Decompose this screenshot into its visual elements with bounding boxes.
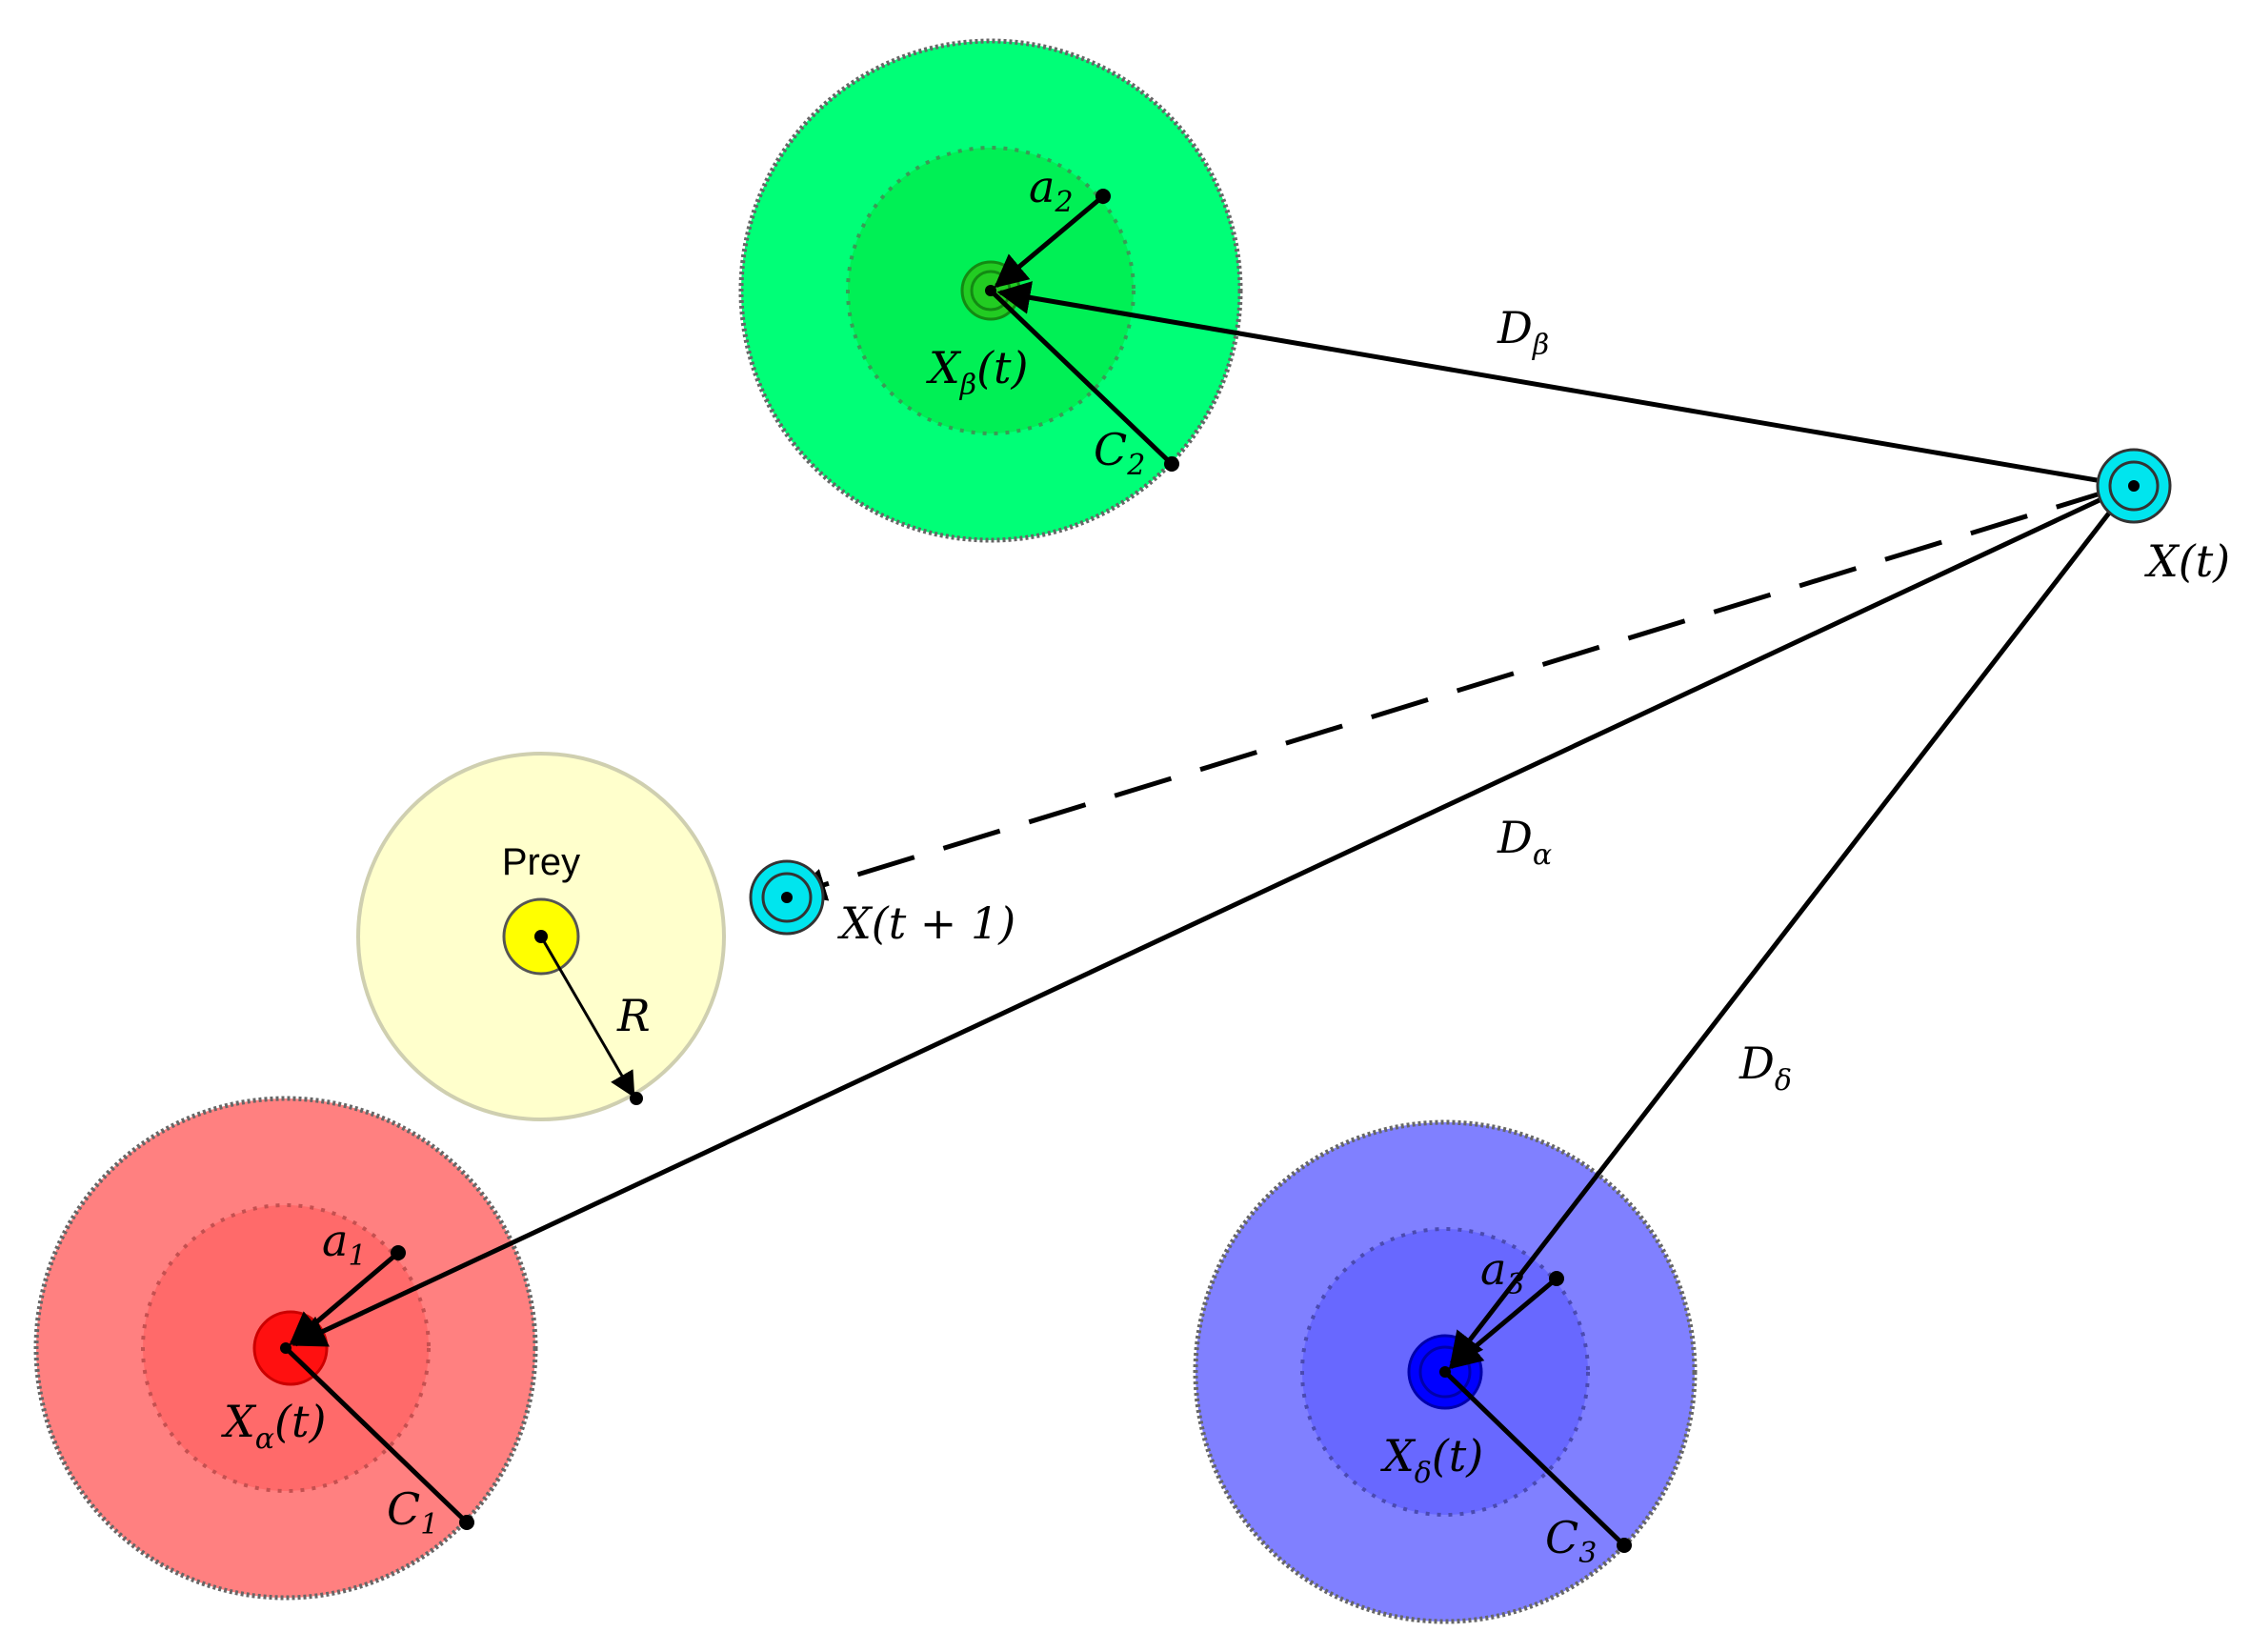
current-wolf-group xyxy=(2096,448,2172,524)
x-alpha-label: Xα(t) xyxy=(221,1396,326,1456)
d-beta-label: Dβ xyxy=(1497,302,1549,362)
d-alpha-vector xyxy=(291,483,2132,1347)
d-delta-label: Dδ xyxy=(1738,1038,1792,1098)
x-t-label: X(t) xyxy=(2144,535,2230,587)
radius-label: R xyxy=(616,990,651,1041)
x-beta-label: Xβ(t) xyxy=(926,342,1028,402)
d-alpha-label: Dα xyxy=(1497,812,1552,872)
beta-c2-line xyxy=(989,289,1174,466)
d-delta-vector xyxy=(1449,484,2132,1366)
x-delta-label: Xδ(t) xyxy=(1380,1430,1483,1490)
c1-label: C1 xyxy=(387,1483,438,1541)
prey-label: Prey xyxy=(502,841,580,883)
update-step-vector xyxy=(792,487,2114,901)
a1-label: a1 xyxy=(322,1215,367,1273)
x-t1-label: X(t + 1) xyxy=(837,897,1015,949)
beta-wolf-group xyxy=(738,38,1243,543)
prey-group xyxy=(356,752,726,1121)
alpha-c1-line xyxy=(284,1346,469,1524)
c2-label: C2 xyxy=(1094,424,1145,482)
delta-c3-line xyxy=(1443,1370,1626,1547)
a3-label: a3 xyxy=(1480,1243,1525,1301)
next-position-group xyxy=(749,859,825,936)
beta-a2-line xyxy=(994,194,1105,289)
d-beta-vector xyxy=(996,281,2131,489)
delta-wolf-group xyxy=(1193,1119,1698,1624)
prey-radius-arrow xyxy=(539,936,635,1098)
alpha-wolf-group xyxy=(33,1096,538,1601)
a2-label: a2 xyxy=(1029,161,1074,219)
c3-label: C3 xyxy=(1545,1512,1597,1570)
